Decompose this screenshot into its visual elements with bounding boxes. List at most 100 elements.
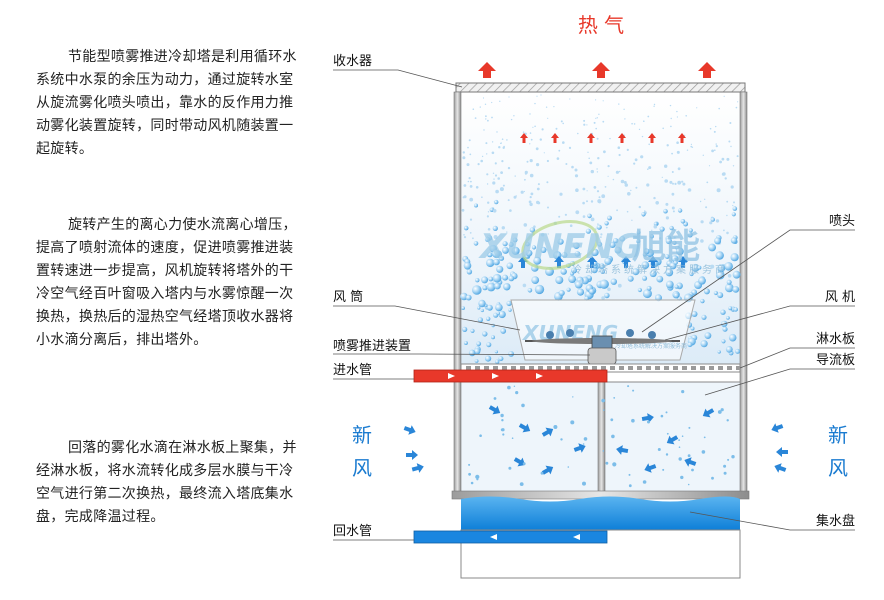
droplet [727,274,732,278]
droplet [708,243,716,252]
droplet [530,138,533,141]
droplet [678,446,681,449]
droplet [672,240,677,245]
droplet [529,132,532,134]
droplet [696,107,698,109]
droplet [489,207,494,212]
droplet [657,448,661,451]
droplet [607,287,611,292]
droplet [635,186,638,189]
droplet [529,113,531,115]
droplet [547,233,549,235]
droplet [691,311,698,317]
droplet [469,185,473,188]
droplet [586,190,588,192]
nozzle-icon [648,331,656,339]
droplet [596,168,598,170]
droplet [467,146,469,149]
droplet [540,471,544,475]
droplet [553,106,555,108]
droplet [624,183,628,187]
leader-lines [333,69,855,541]
droplet [672,182,674,185]
droplet [597,157,600,160]
air-arrow-icon [541,427,554,437]
droplet [678,439,680,441]
fill-hole [583,366,588,370]
droplet [531,276,540,284]
droplet [565,163,568,165]
droplet [470,180,472,183]
droplet [719,160,722,164]
droplet [665,268,674,277]
droplet [637,287,643,293]
droplet [646,285,652,291]
droplet [513,115,515,117]
droplet [569,98,571,100]
droplet [559,192,563,196]
droplet [609,241,616,248]
fill-hole [682,366,687,370]
droplet [533,225,536,228]
droplet [508,275,515,282]
fill-hole [475,366,480,370]
droplet [566,287,571,292]
droplet [700,239,704,243]
droplet [491,101,493,104]
air-arrow-icon [573,443,586,453]
droplet [677,208,683,213]
droplet [705,206,708,209]
droplet [485,115,487,118]
air-arrow-icon [406,450,418,460]
droplet [636,238,641,244]
droplet [481,276,489,284]
droplet [492,209,497,213]
droplet [468,349,476,357]
droplet [691,146,694,148]
droplet [685,115,687,117]
droplet [736,155,739,158]
droplet [681,435,684,438]
droplet [681,180,684,183]
droplet [687,188,692,192]
droplet [653,103,656,106]
droplet [618,103,620,105]
droplet [508,96,510,98]
droplet [562,141,565,144]
droplet [648,143,650,146]
droplet [723,95,725,97]
droplet [476,341,482,347]
droplet [627,385,630,388]
droplet [474,117,477,119]
droplet [726,419,729,422]
droplet [664,179,668,183]
droplet [528,200,532,204]
droplet [664,164,668,168]
droplet [732,204,734,207]
droplet [495,303,503,312]
fill-hole [484,366,489,370]
droplet [521,403,525,408]
airflow-up-arrows [518,256,688,268]
droplet [662,468,665,471]
droplet [726,316,730,320]
droplet [701,314,707,320]
air-arrow-icon [616,445,629,455]
droplet [630,189,632,192]
droplet [664,254,670,259]
droplet [726,279,732,285]
droplet [493,235,498,239]
droplet [713,130,716,133]
droplet [543,152,545,154]
droplet [596,117,598,119]
fill-hole [700,366,705,370]
droplet [568,146,572,149]
droplet [510,118,513,121]
droplet [731,212,736,217]
watermark-chinese: 旭能 [632,227,700,267]
droplet [669,225,674,231]
droplet [529,227,536,233]
droplet [676,150,680,154]
droplet [653,221,658,226]
droplet [720,309,726,315]
